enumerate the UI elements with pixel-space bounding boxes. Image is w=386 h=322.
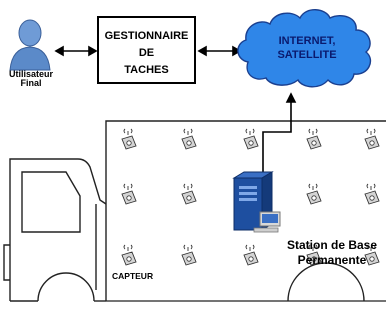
sensor-icon	[121, 244, 137, 266]
server-icon	[232, 171, 281, 233]
task-manager-line3: TACHES	[124, 64, 169, 76]
sensor-icon	[306, 128, 322, 150]
sensor-label: CAPTEUR	[112, 271, 154, 281]
sensor-icon	[181, 128, 197, 150]
user-label: Utilisateur Final	[0, 69, 62, 89]
sensor-icon	[243, 128, 259, 150]
base-station-label: Station de Base Permanente	[278, 238, 386, 268]
sensor-icon	[306, 183, 322, 205]
sensor-icon	[243, 244, 259, 266]
cloud-label: INTERNET, SATELLITE	[252, 34, 362, 62]
sensor-icon	[181, 244, 197, 266]
sensor-icon	[306, 244, 322, 266]
sensor-icon	[364, 183, 380, 205]
base-station-line2: Permanente	[297, 253, 367, 267]
connector-arrows	[54, 45, 297, 178]
user-icon	[9, 19, 51, 71]
sensor-icon	[121, 128, 137, 150]
sensor-icon	[364, 128, 380, 150]
internet-cloud-icon	[237, 9, 372, 88]
sensor-icon	[364, 244, 380, 266]
task-manager-line1: GESTIONNAIRE	[104, 30, 189, 42]
task-manager-label: GESTIONNAIRE DE TACHES	[99, 28, 194, 79]
user-label-line1: Utilisateur	[8, 69, 53, 79]
task-manager-line2: DE	[138, 47, 155, 59]
truck-outline	[3, 120, 386, 302]
base-station-line1: Station de Base	[286, 238, 378, 252]
sensor-grid	[121, 128, 380, 266]
cloud-label-line2: SATELLITE	[277, 49, 337, 61]
sensor-icon	[121, 183, 137, 205]
task-manager-box: GESTIONNAIRE DE TACHES	[97, 16, 196, 84]
user-label-line2: Final	[20, 78, 42, 89]
sensor-icon	[181, 183, 197, 205]
cloud-label-line1: INTERNET,	[278, 35, 336, 47]
